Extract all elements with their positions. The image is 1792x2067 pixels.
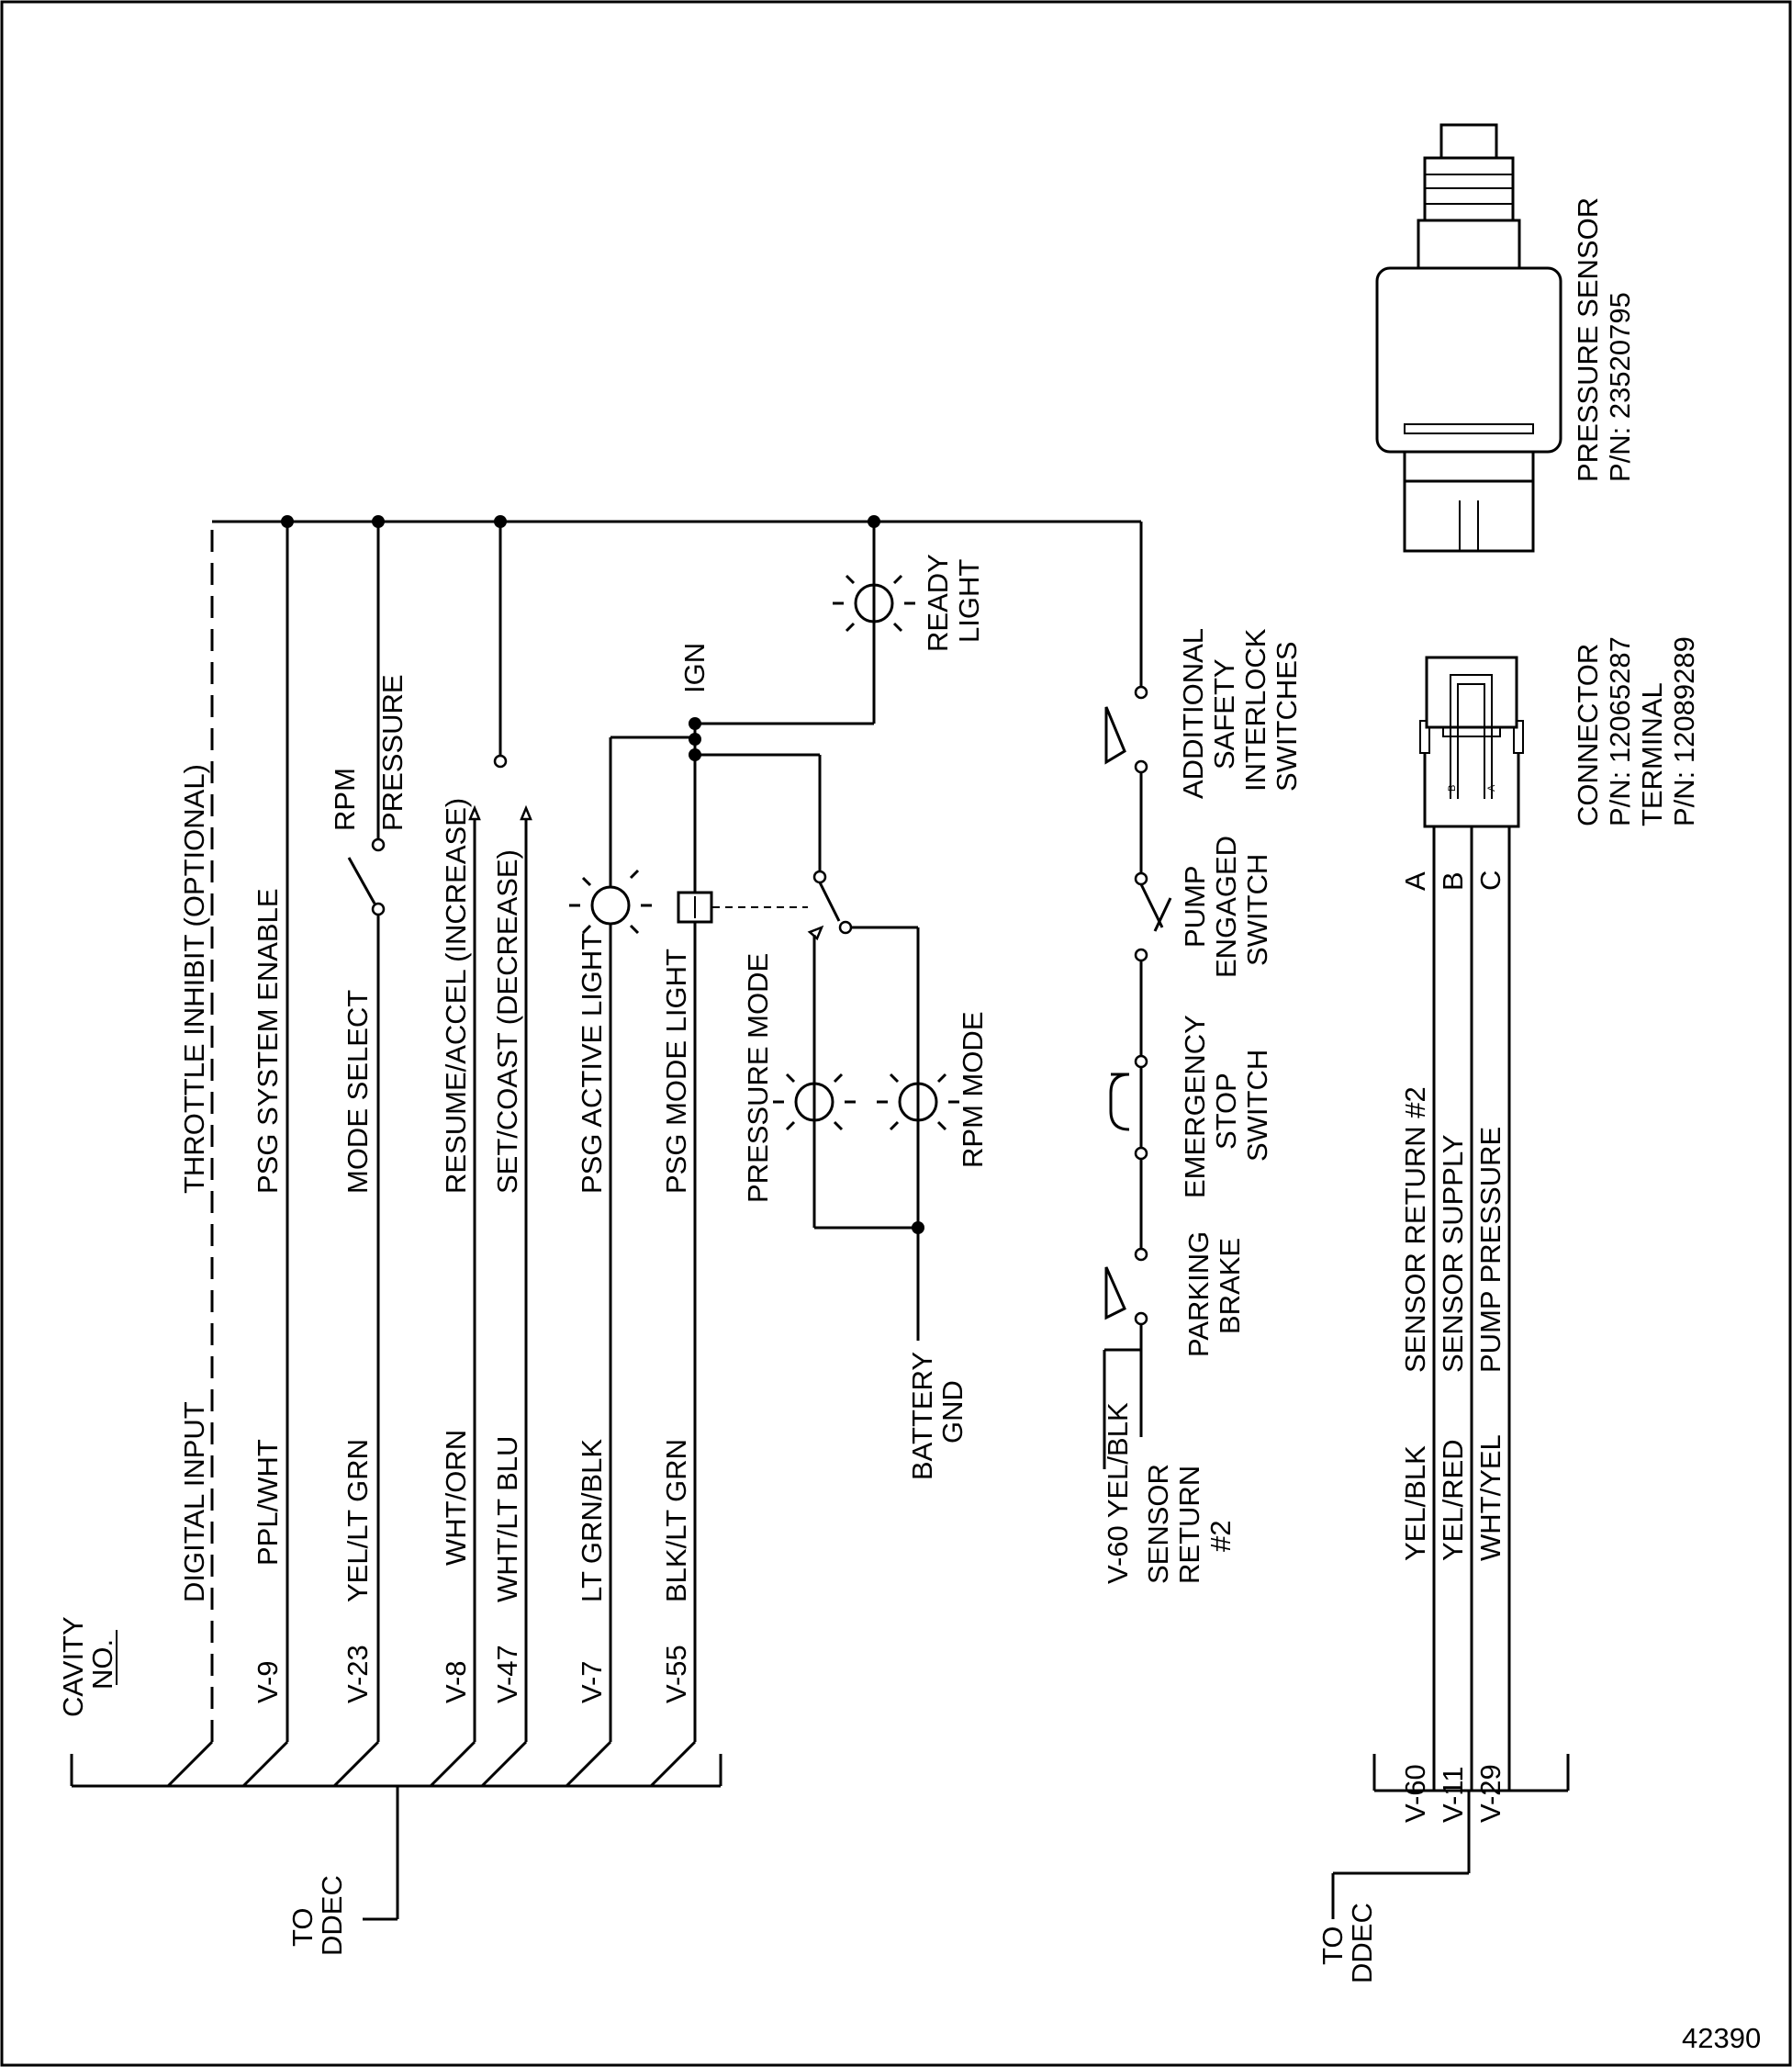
label-pressure-sensor: PRESSURE SENSOR	[1572, 197, 1604, 482]
label-pump: PUMP	[1179, 865, 1211, 948]
psg-active-light-icon	[569, 869, 652, 935]
label-wht-orn: WHT/ORN	[440, 1430, 472, 1566]
cavity-label: CAVITY	[57, 1616, 89, 1717]
label-sensor-return-3: #2	[1204, 1521, 1237, 1552]
label-pin-a: A	[1399, 871, 1431, 891]
label-sensor-v60: V-60	[1399, 1764, 1431, 1823]
label-sensor-return-1: SENSOR	[1142, 1464, 1174, 1584]
label-resume-accel: RESUME/ACCEL (INCREASE)	[440, 798, 472, 1194]
label-psg-mode-light: PSG MODE LIGHT	[660, 949, 692, 1194]
to-ddec-label: TO	[286, 1908, 319, 1948]
label-sensor-supply: SENSOR SUPPLY	[1437, 1134, 1469, 1373]
label-rpm-mode: RPM MODE	[957, 1012, 989, 1169]
label-v23: V-23	[342, 1645, 374, 1703]
label-v47: V-47	[491, 1645, 523, 1703]
label-v9: V-9	[252, 1660, 284, 1703]
label-wht-lt-blu: WHT/LT BLU	[491, 1436, 523, 1602]
label-engaged: ENGAGED	[1210, 836, 1242, 978]
label-mode-select: MODE SELECT	[342, 990, 374, 1194]
to-ddec-label-2: DDEC	[316, 1875, 348, 1956]
label-interlock: INTERLOCK	[1239, 628, 1271, 792]
label-digital-input: DIGITAL INPUT	[178, 1401, 210, 1602]
label-v7: V-7	[576, 1660, 608, 1703]
cavity-no-label: NO.	[86, 1639, 118, 1690]
label-v55: V-55	[660, 1645, 692, 1703]
label-stop: STOP	[1210, 1073, 1242, 1150]
label-sensor-yel-blk: YEL/BLK	[1399, 1445, 1431, 1561]
label-psg-system-enable: PSG SYSTEM ENABLE	[252, 889, 284, 1195]
emergency-stop-icon	[1109, 1073, 1130, 1131]
label-terminal-pn: P/N: 12089289	[1668, 636, 1700, 826]
label-battery: BATTERY	[906, 1352, 938, 1480]
label-pump-switch: SWITCH	[1241, 854, 1273, 966]
label-sensor-v11: V-11	[1437, 1767, 1469, 1823]
connector-body	[1423, 725, 1520, 828]
label-pressure: PRESSURE	[376, 674, 409, 831]
label-pump-pressure: PUMP PRESSURE	[1474, 1127, 1506, 1373]
label-parking: PARKING	[1182, 1231, 1215, 1357]
label-yel-lt-grn: YEL/LT GRN	[342, 1439, 374, 1602]
label-connector-pn: P/N: 12065287	[1604, 636, 1636, 826]
label-blk-lt-grn: BLK/LT GRN	[660, 1439, 692, 1602]
label-sensor-return-2-fn: SENSOR RETURN #2	[1399, 1086, 1431, 1373]
label-psg-active-light: PSG ACTIVE LIGHT	[576, 933, 608, 1194]
sensor-harness: TO DDEC B A	[1316, 656, 1570, 1983]
label-pressure-mode: PRESSURE MODE	[742, 953, 774, 1203]
to-ddec-sensor-label: TO	[1316, 1927, 1349, 1966]
label-lt-grn-blk: LT GRN/BLK	[576, 1439, 608, 1602]
label-sensor-return-2: RETURN	[1173, 1466, 1205, 1584]
label-additional: ADDITIONAL	[1177, 628, 1209, 799]
label-ready-light-2: LIGHT	[953, 559, 985, 643]
label-gnd: GND	[936, 1380, 969, 1444]
figure-number: 42390	[1682, 2022, 1761, 2054]
label-ign: IGN	[678, 643, 711, 693]
label-v8: V-8	[440, 1660, 472, 1703]
pressure-mode-light-icon	[773, 1073, 856, 1131]
label-terminal: TERMINAL	[1636, 682, 1668, 826]
label-pin-b: B	[1437, 871, 1469, 891]
switch-chain	[1103, 522, 1172, 1469]
label-set-coast: SET/COAST (DECREASE)	[491, 849, 523, 1194]
label-connector: CONNECTOR	[1572, 644, 1604, 826]
label-rpm: RPM	[329, 768, 361, 831]
label-switches: SWITCHES	[1271, 641, 1303, 792]
pin-b: B	[1447, 785, 1458, 792]
to-ddec-sensor-label-2: DDEC	[1346, 1903, 1378, 1983]
label-brake: BRAKE	[1214, 1238, 1246, 1334]
label-stop-switch: SWITCH	[1241, 1050, 1273, 1162]
label-ready-light-1: READY	[922, 554, 954, 652]
label-safety: SAFETY	[1208, 658, 1240, 770]
label-pressure-sensor-pn: P/N: 23520795	[1604, 292, 1636, 482]
label-throttle-inhibit: THROTTLE INHIBIT (OPTIONAL)	[178, 764, 210, 1194]
label-emergency: EMERGENCY	[1179, 1015, 1211, 1198]
label-pin-c: C	[1474, 871, 1506, 891]
label-sensor-yel-red: YEL/RED	[1437, 1439, 1469, 1561]
label-v60-yel-blk: V-60 YEL/BLK	[1102, 1402, 1134, 1584]
pin-a: A	[1486, 784, 1497, 792]
rpm-mode-light-icon	[877, 1073, 959, 1131]
left-harness: CAVITY NO. TO DDEC	[57, 515, 1143, 1956]
label-sensor-wht-yel: WHT/YEL	[1474, 1434, 1506, 1561]
pressure-sensor-icon	[1375, 123, 1562, 553]
label-ppl-wht: PPL/WHT	[252, 1439, 284, 1566]
label-sensor-v29: V-29	[1474, 1764, 1506, 1823]
